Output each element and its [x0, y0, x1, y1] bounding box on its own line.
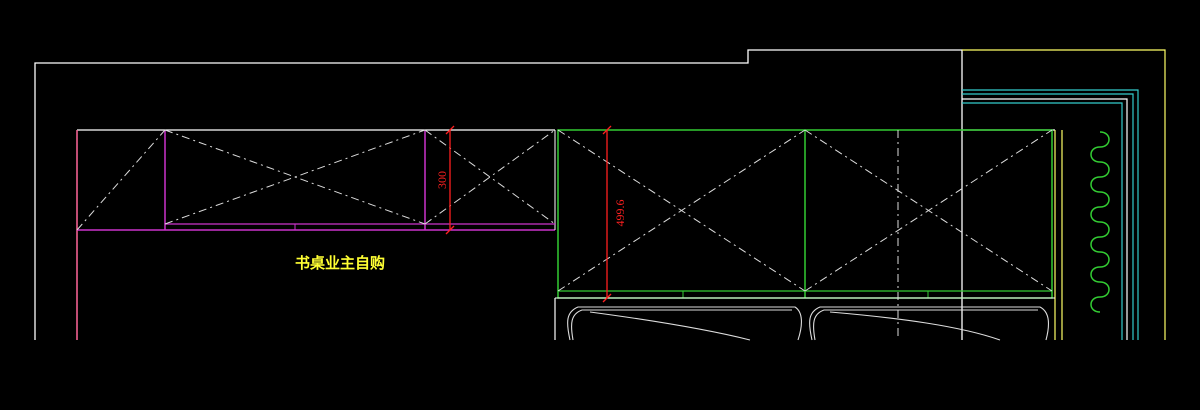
dimension-499-6: 499.6	[602, 125, 627, 303]
right-wall-cabinet	[554, 129, 1063, 340]
left-wall-cabinet	[76, 129, 556, 340]
curtain-symbol	[1090, 131, 1110, 313]
right-wall-offsets	[962, 49, 1166, 340]
sofa-cushions	[567, 306, 1050, 341]
dimension-499-6-label: 499.6	[613, 200, 627, 227]
desk-owner-purchase-note: 书桌业主自购	[295, 254, 385, 272]
outer-wall-outline	[34, 49, 963, 340]
dimension-300: 300	[435, 125, 455, 235]
dimension-300-label: 300	[435, 171, 449, 189]
